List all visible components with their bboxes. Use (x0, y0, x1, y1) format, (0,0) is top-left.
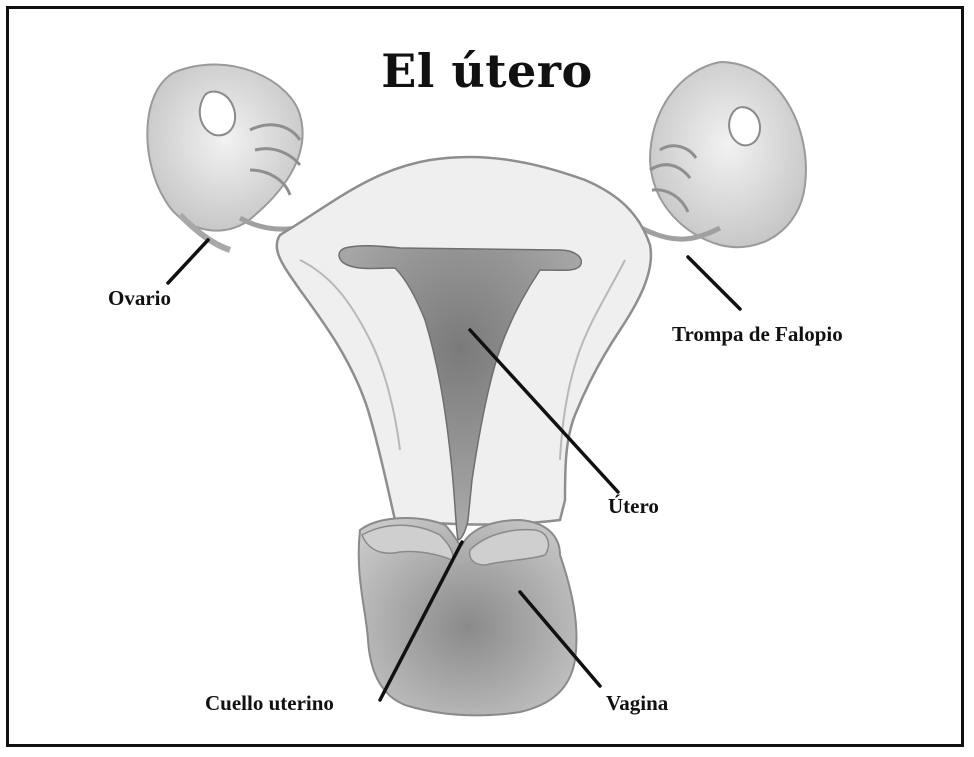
cervix-label: Cuello uterino (205, 691, 334, 716)
uterus-label: Útero (608, 494, 659, 519)
ovary-leader (168, 240, 208, 283)
vagina-label: Vagina (606, 691, 668, 716)
fallopian-tube-leader (688, 257, 740, 309)
ovary-label: Ovario (108, 286, 171, 311)
vagina-region (359, 518, 577, 715)
fallopian-tube-label: Trompa de Falopio (672, 322, 843, 347)
diagram-title: El útero (0, 44, 974, 98)
